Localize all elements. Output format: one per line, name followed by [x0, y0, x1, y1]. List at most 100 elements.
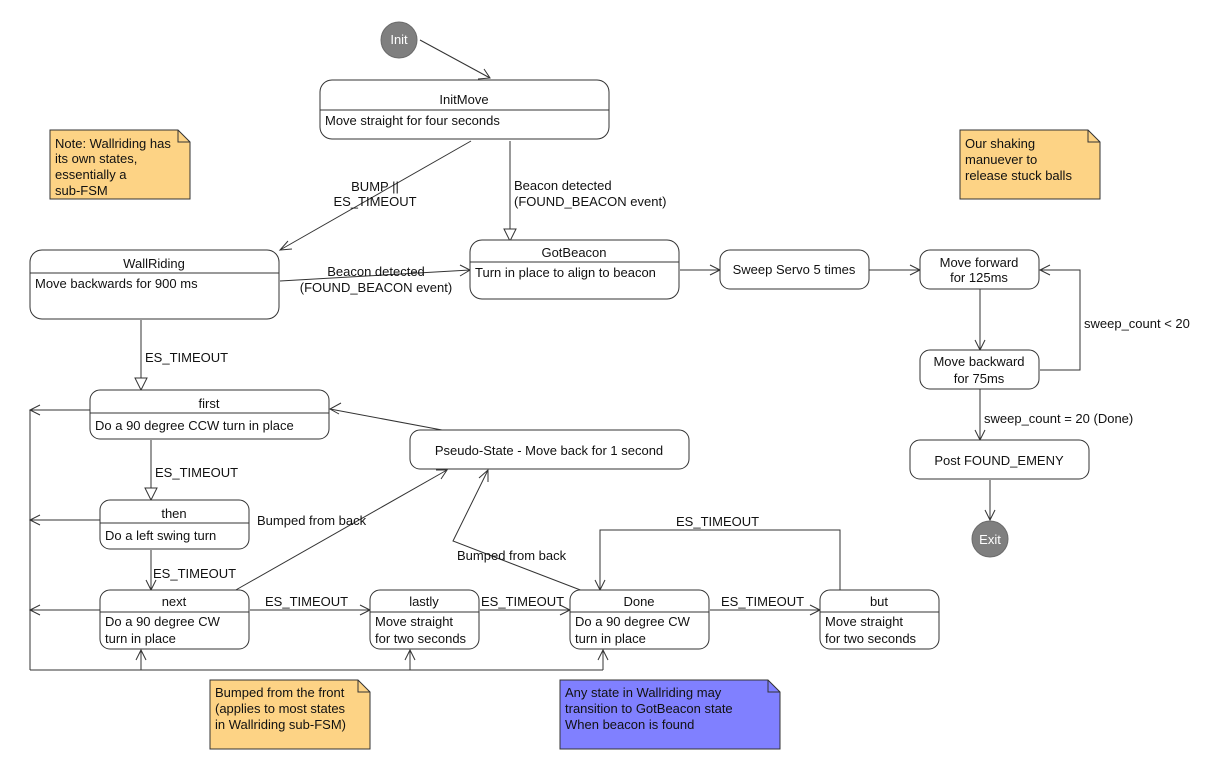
- note-line: essentially a: [55, 167, 127, 182]
- label-bump-line1: BUMP ||: [351, 179, 399, 194]
- state-action-line2: for two seconds: [825, 631, 917, 646]
- state-action-line1: Move straight: [375, 614, 453, 629]
- state-name: Post FOUND_EMENY: [934, 453, 1064, 468]
- state-name: next: [162, 594, 187, 609]
- note-line: sub-FSM: [55, 183, 108, 198]
- arrowhead: [597, 648, 609, 661]
- arrowhead: [28, 404, 41, 416]
- state-action: Turn in place to align to beacon: [475, 265, 656, 280]
- edge-init-to-initmove: [419, 39, 491, 79]
- arrowhead: [28, 604, 41, 616]
- exit-label: Exit: [979, 532, 1001, 547]
- arrowhead: [278, 240, 293, 251]
- state-action-line1: Do a 90 degree CW: [575, 614, 691, 629]
- exit-pseudo-state: Exit: [971, 520, 1009, 558]
- note-line: Note: Wallriding has: [55, 136, 171, 151]
- note-line: Our shaking: [965, 136, 1035, 151]
- state-move-forward: Move forward for 125ms: [919, 249, 1040, 290]
- label-sweep-lt: sweep_count < 20: [1084, 316, 1190, 331]
- arrowhead: [144, 487, 158, 502]
- arrowhead: [984, 509, 996, 522]
- label-bumped-back-right: Bumped from back: [457, 548, 567, 563]
- label-beacon-wall-line2: (FOUND_BEACON event): [300, 280, 452, 295]
- state-action: Do a 90 degree CCW turn in place: [95, 418, 294, 433]
- state-pseudo-move-back: Pseudo-State - Move back for 1 second: [409, 429, 690, 470]
- note-wallriding: Note: Wallriding has its own states, ess…: [49, 129, 191, 200]
- state-name: Pseudo-State - Move back for 1 second: [435, 443, 663, 458]
- edge-next-to-pseudo: [233, 469, 448, 592]
- note-line: manuever to: [965, 152, 1037, 167]
- state-line2: for 125ms: [950, 270, 1008, 285]
- label-next-to-lastly: ES_TIMEOUT: [265, 594, 348, 609]
- init-pseudo-state: Init: [380, 21, 418, 59]
- state-name: first: [199, 396, 220, 411]
- state-name: GotBeacon: [541, 245, 606, 260]
- state-post-found: Post FOUND_EMENY: [909, 439, 1090, 480]
- state-action: Do a left swing turn: [105, 528, 216, 543]
- edge-pseudo-to-first: [329, 408, 443, 431]
- state-action-line1: Do a 90 degree CW: [105, 614, 221, 629]
- state-action: Move straight for four seconds: [325, 113, 500, 128]
- state-name: then: [161, 506, 186, 521]
- note-line: in Wallriding sub-FSM): [215, 717, 346, 732]
- state-action-line1: Move straight: [825, 614, 903, 629]
- label-bumped-back-left: Bumped from back: [257, 513, 367, 528]
- state-line1: Move forward: [940, 255, 1019, 270]
- note-line: release stuck balls: [965, 168, 1072, 183]
- label-beacon-initmove-line1: Beacon detected: [514, 178, 612, 193]
- note-line: Any state in Wallriding may: [565, 685, 722, 700]
- state-line2: for 75ms: [954, 371, 1005, 386]
- state-lastly: lastly Move straight for two seconds: [369, 589, 480, 650]
- note-line: its own states,: [55, 151, 137, 166]
- edge-movebackward-to-moveforward: [1040, 269, 1081, 371]
- arrowhead: [436, 469, 448, 480]
- state-action: Move backwards for 900 ms: [35, 276, 198, 291]
- edge-wallriding-to-gotbeacon: [279, 269, 471, 282]
- arrowhead: [28, 514, 41, 526]
- state-wallriding: WallRiding Move backwards for 900 ms: [29, 249, 280, 320]
- arrowhead: [477, 68, 491, 80]
- arrowhead: [134, 377, 148, 392]
- label-beacon-wall-line1: Beacon detected: [327, 264, 425, 279]
- label-lastly-to-done: ES_TIMEOUT: [481, 594, 564, 609]
- note-bumped-front: Bumped from the front (applies to most s…: [209, 679, 371, 750]
- state-initmove: InitMove Move straight for four seconds: [319, 79, 610, 140]
- state-next: next Do a 90 degree CW turn in place: [99, 589, 250, 650]
- arrowhead: [503, 228, 517, 243]
- state-name: InitMove: [439, 92, 488, 107]
- label-sweep-eq: sweep_count = 20 (Done): [984, 411, 1133, 426]
- note-line: transition to GotBeacon state: [565, 701, 733, 716]
- state-action-line2: turn in place: [105, 631, 176, 646]
- arrowhead: [1038, 264, 1051, 276]
- note-shaking: Our shaking manuever to release stuck ba…: [959, 129, 1101, 200]
- state-action-line2: for two seconds: [375, 631, 467, 646]
- state-sweep-servo: Sweep Servo 5 times: [719, 249, 870, 290]
- state-name: Sweep Servo 5 times: [733, 262, 856, 277]
- label-but-to-done: ES_TIMEOUT: [676, 514, 759, 529]
- edge-but-to-done: [599, 529, 841, 590]
- label-bump-line2: ES_TIMEOUT: [333, 194, 416, 209]
- state-gotbeacon: GotBeacon Turn in place to align to beac…: [469, 239, 680, 300]
- note-line: Bumped from the front: [215, 685, 345, 700]
- note-line: (applies to most states: [215, 701, 346, 716]
- label-then-to-next: ES_TIMEOUT: [153, 566, 236, 581]
- edge-initmove-to-wallriding: [279, 140, 472, 251]
- state-first: first Do a 90 degree CCW turn in place: [89, 389, 330, 440]
- state-name: Done: [623, 594, 654, 609]
- arrowhead: [404, 648, 416, 661]
- label-beacon-initmove-line2: (FOUND_BEACON event): [514, 194, 666, 209]
- arrowhead: [135, 648, 147, 661]
- init-label: Init: [390, 32, 408, 47]
- note-line: When beacon is found: [565, 717, 694, 732]
- label-first-to-then: ES_TIMEOUT: [155, 465, 238, 480]
- state-line1: Move backward: [933, 354, 1024, 369]
- state-move-backward: Move backward for 75ms: [919, 349, 1040, 390]
- state-action-line2: turn in place: [575, 631, 646, 646]
- state-done: Done Do a 90 degree CW turn in place: [569, 589, 710, 650]
- state-name: but: [870, 594, 888, 609]
- arrowhead: [328, 402, 342, 415]
- transition-labels: BUMP || ES_TIMEOUT Beacon detected (FOUN…: [145, 178, 1190, 609]
- state-name: WallRiding: [123, 256, 185, 271]
- state-then: then Do a left swing turn: [99, 499, 250, 550]
